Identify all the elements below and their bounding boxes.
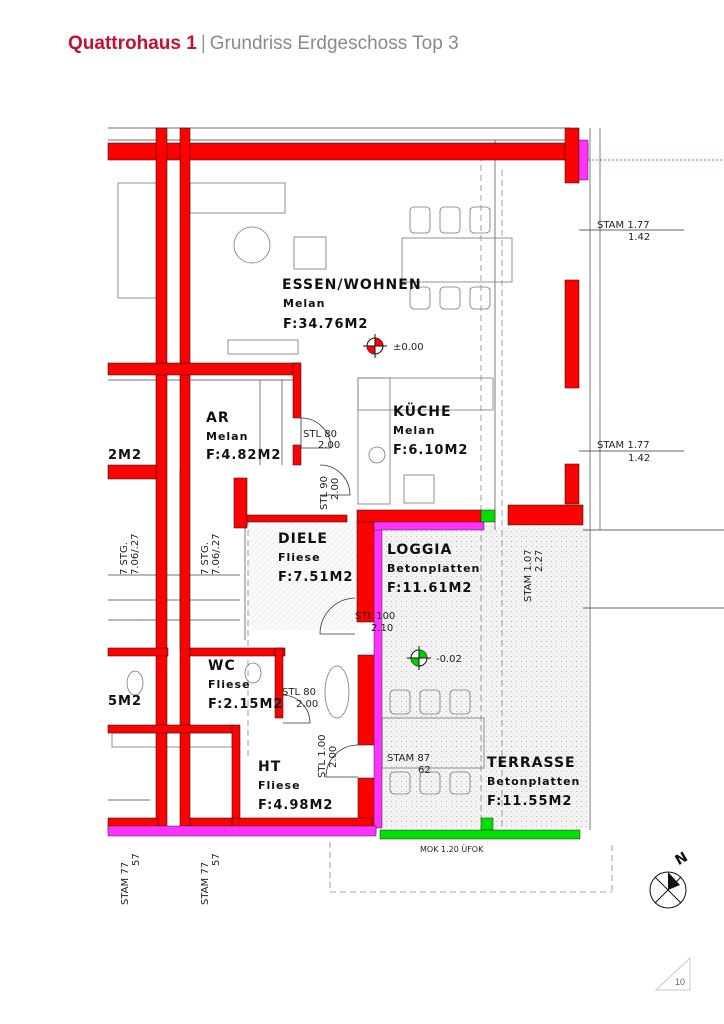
room-ht-floor: Fliese: [258, 779, 301, 792]
door-1-size: STL 80: [303, 429, 337, 440]
window-1-size: STAM 1.77: [597, 220, 650, 231]
window-4-height: 62: [418, 765, 431, 776]
room-kueche-name: KÜCHE: [393, 402, 452, 420]
page-number: 10: [675, 977, 685, 987]
door-swings: [282, 417, 359, 778]
door-1-height: 2.00: [318, 440, 340, 451]
room-ht-area: F:4.98M2: [258, 798, 333, 813]
room-essen-name: ESSEN/WOHNEN: [282, 277, 422, 293]
neighbor-wc-area: 5M2: [108, 694, 142, 709]
header-separator: |: [200, 33, 206, 54]
insulation: [107, 139, 589, 840]
room-essen-floor: Melan: [283, 297, 325, 310]
door-4-size: STL 80: [282, 687, 316, 698]
room-ar-floor: Melan: [206, 430, 248, 443]
page-number-badge: [654, 956, 691, 991]
level-loggia-value: -0.02: [436, 654, 462, 665]
room-ar-area: F:4.82M2: [206, 448, 281, 463]
window-2-size: STAM 1.77: [597, 440, 650, 451]
room-terrasse-name: TERRASSE: [487, 755, 576, 771]
room-ar-name: AR: [206, 410, 230, 426]
window-2-height: 1.42: [628, 453, 650, 464]
door-5-height: 2.00: [328, 746, 339, 768]
room-diele-area: F:7.51M2: [278, 570, 353, 585]
door-3-size: STL 100: [355, 611, 395, 622]
stair-2-steps: 7 STG.: [200, 542, 211, 575]
north-label: N: [673, 849, 691, 869]
level-marker-main: [363, 334, 387, 358]
stair-1-dims: 7.06/.27: [130, 533, 141, 575]
door-2-height: 2.00: [330, 478, 341, 500]
door-3-height: 2.10: [371, 623, 393, 634]
room-diele-floor: Fliese: [278, 551, 321, 564]
room-wc-floor: Fliese: [208, 678, 251, 691]
roof-outline: [247, 145, 613, 893]
mok-label: MOK 1.20 ÜFOK: [420, 844, 484, 854]
north-arrow-icon: [649, 871, 687, 909]
window-5-height: 57: [131, 853, 142, 866]
loggia-paving: [376, 525, 494, 827]
room-wc-area: F:2.15M2: [208, 697, 283, 712]
room-terrasse-floor: Betonplatten: [487, 775, 580, 788]
room-ht-name: HT: [258, 759, 281, 775]
room-kueche-area: F:6.10M2: [393, 443, 468, 458]
window-3-size: STAM 1.07: [523, 549, 534, 602]
door-5-size: STL 1.00: [317, 735, 328, 778]
stair-1-steps: 7 STG.: [119, 542, 130, 575]
plan-subtitle: Grundriss Erdgeschoss Top 3: [209, 33, 459, 54]
room-loggia-name: LOGGIA: [387, 542, 452, 558]
room-essen-area: F:34.76M2: [283, 317, 368, 332]
room-terrasse-area: F:11.55M2: [487, 794, 572, 809]
room-kueche-floor: Melan: [393, 424, 435, 437]
terrace-paving: [494, 527, 588, 827]
level-main-value: ±0.00: [393, 342, 424, 353]
window-3-height: 2.27: [534, 550, 545, 572]
room-wc-name: WC: [208, 658, 236, 674]
level-marker-loggia: [407, 646, 431, 670]
window-6-size: STAM 77: [200, 862, 211, 905]
neighbor-area: 2M2: [108, 448, 142, 463]
window-4-size: STAM 87: [387, 753, 430, 764]
window-5-size: STAM 77: [120, 862, 131, 905]
window-1-height: 1.42: [628, 232, 650, 243]
room-loggia-area: F:11.61M2: [387, 581, 472, 596]
hall-floor: [248, 520, 358, 630]
window-6-height: 57: [211, 853, 222, 866]
room-diele-name: DIELE: [278, 531, 328, 547]
room-loggia-floor: Betonplatten: [387, 562, 480, 575]
door-4-height: 2.00: [296, 699, 318, 710]
page-header: Quattrohaus 1|Grundriss Erdgeschoss Top …: [68, 33, 459, 55]
stair-2-dims: 7.06/.27: [211, 533, 222, 575]
project-title: Quattrohaus 1: [68, 33, 197, 54]
door-2-size: STL 90: [319, 476, 330, 510]
